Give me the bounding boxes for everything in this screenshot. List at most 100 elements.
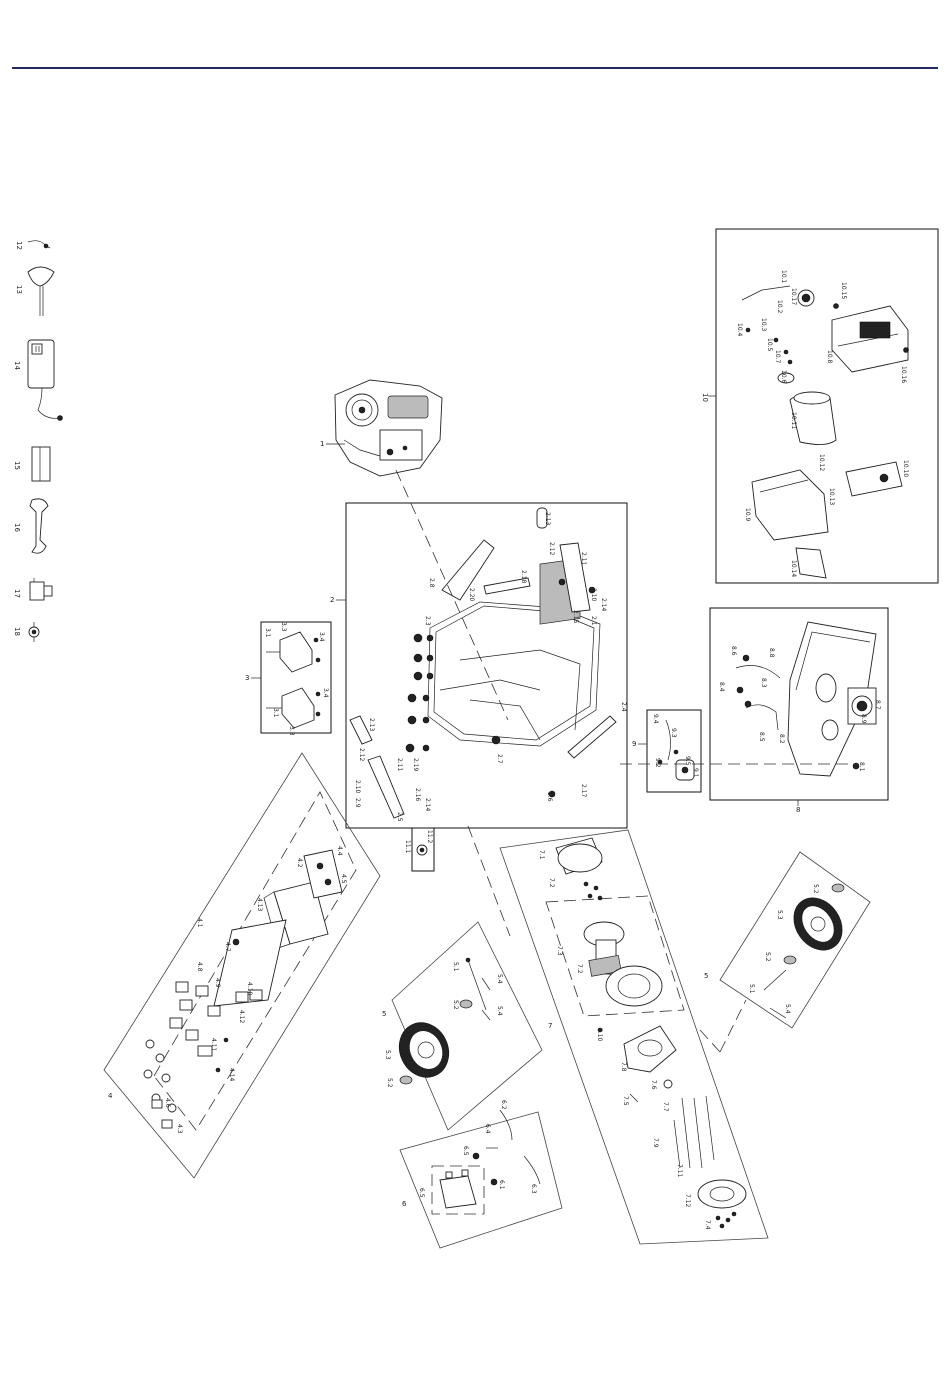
- tool-13-funnel-icon: 13: [15, 266, 55, 316]
- svg-text:2.8: 2.8: [428, 578, 435, 588]
- callout-panel: 4: [108, 1092, 113, 1100]
- svg-text:4.6: 4.6: [164, 1098, 171, 1108]
- callout-wheel-right: 5: [704, 972, 708, 980]
- muffler-assembly: [741, 285, 909, 579]
- svg-text:3.4: 3.4: [318, 632, 325, 642]
- svg-text:10.3: 10.3: [760, 318, 767, 332]
- svg-text:10.12: 10.12: [818, 454, 825, 471]
- svg-text:2.20: 2.20: [468, 588, 475, 602]
- svg-text:2.13: 2.13: [544, 512, 551, 526]
- svg-text:2.11: 2.11: [580, 552, 587, 566]
- right-wheel-guide-line: [719, 999, 747, 1053]
- svg-text:9.1: 9.1: [692, 768, 699, 778]
- engine-assembly: 1: [320, 379, 443, 477]
- svg-text:2.7: 2.7: [496, 754, 503, 764]
- svg-text:6.4: 6.4: [484, 1124, 491, 1134]
- svg-text:8.5: 8.5: [758, 732, 765, 742]
- svg-text:6.3: 6.3: [530, 1184, 537, 1194]
- svg-text:2.5: 2.5: [396, 812, 403, 822]
- svg-text:8.4: 8.4: [718, 682, 725, 692]
- svg-text:2.1: 2.1: [590, 616, 597, 626]
- svg-text:5.1: 5.1: [748, 984, 755, 994]
- svg-text:7.7: 7.7: [662, 1102, 669, 1112]
- callout-fuel-tank: 8: [796, 806, 800, 814]
- svg-text:7.9: 7.9: [652, 1138, 659, 1148]
- svg-text:2.14: 2.14: [600, 598, 607, 612]
- battery-group: 6 6.2 6.4 6.5 6.1 6.3 6.5: [399, 1100, 563, 1249]
- svg-text:4.9: 4.9: [214, 978, 221, 988]
- svg-text:8.8: 8.8: [768, 648, 775, 658]
- small-part-box: [411, 827, 435, 872]
- svg-text:11.1: 11.1: [404, 840, 411, 854]
- svg-text:2.6: 2.6: [546, 792, 553, 802]
- engine-guide-line: [395, 469, 509, 721]
- svg-text:4.8: 4.8: [196, 962, 203, 972]
- svg-text:6.5: 6.5: [462, 1146, 469, 1156]
- muffler-part-labels: 10.1 10.2 10.3 10.4 10.5 10.6 10.7 10.8 …: [736, 270, 909, 577]
- svg-text:11.2: 11.2: [426, 830, 433, 844]
- svg-text:2.13: 2.13: [368, 718, 375, 732]
- svg-text:10.14: 10.14: [790, 560, 797, 577]
- svg-text:17: 17: [13, 589, 21, 598]
- svg-text:3.4: 3.4: [322, 688, 329, 698]
- svg-text:9.4: 9.4: [652, 714, 659, 724]
- svg-text:4.14: 4.14: [228, 1068, 235, 1082]
- fuel-tank-group-box: [709, 607, 889, 801]
- callout-alternator: 7: [548, 1022, 552, 1030]
- svg-text:7.4: 7.4: [704, 1220, 711, 1230]
- svg-text:5.2: 5.2: [812, 884, 819, 894]
- muffler-group-box: [715, 228, 939, 584]
- svg-text:7.10: 7.10: [596, 1028, 603, 1042]
- callout-frame: 2: [330, 596, 334, 604]
- svg-text:4.10: 4.10: [246, 982, 253, 996]
- svg-text:3.3: 3.3: [280, 622, 287, 632]
- svg-text:4.3: 4.3: [176, 1124, 183, 1134]
- svg-text:10.7: 10.7: [774, 350, 781, 364]
- svg-text:10.11: 10.11: [790, 412, 797, 429]
- fuel-valve-assembly: 9.4 9.3 9.1 9.5 9.2: [652, 714, 699, 781]
- callout-fuel-valve: 9: [632, 740, 636, 748]
- frame-assembly: [349, 507, 617, 819]
- alternator-group: 7 7.1 7.2 7.3 7.2 7.10 7.8 7.6 7.5 7.7 7…: [499, 829, 769, 1245]
- svg-text:4.13: 4.13: [256, 898, 263, 912]
- bracket-assembly: 3.1 3.3 3.4 3.4 3.1 3.3: [264, 622, 329, 736]
- svg-text:2.17: 2.17: [580, 784, 587, 798]
- svg-text:2.10: 2.10: [354, 780, 361, 794]
- svg-text:8.7: 8.7: [874, 700, 881, 710]
- svg-text:10.1: 10.1: [780, 270, 787, 284]
- callout-engine: 1: [320, 440, 324, 448]
- tool-12-hose-icon: 12: [15, 240, 51, 250]
- svg-text:10.4: 10.4: [736, 323, 743, 337]
- frame-group-box: [345, 502, 628, 829]
- callout-wheel-left: 5: [382, 1010, 386, 1018]
- svg-text:2.15: 2.15: [572, 610, 579, 624]
- svg-text:14: 14: [13, 361, 21, 370]
- svg-text:10.16: 10.16: [900, 366, 907, 383]
- tool-18-key-icon: 18: [13, 622, 40, 642]
- callout-brackets: 3: [245, 674, 249, 682]
- svg-text:6.5: 6.5: [418, 1188, 425, 1198]
- svg-text:10.15: 10.15: [840, 282, 847, 299]
- svg-text:4.11: 4.11: [210, 1038, 217, 1052]
- svg-text:2.18: 2.18: [520, 570, 527, 584]
- svg-text:2.14: 2.14: [424, 798, 431, 812]
- svg-text:3.1: 3.1: [272, 708, 279, 718]
- svg-text:2.12: 2.12: [358, 748, 365, 762]
- svg-text:7.8: 7.8: [620, 1062, 627, 1072]
- svg-text:10.2: 10.2: [776, 300, 783, 314]
- svg-text:8.2: 8.2: [778, 734, 785, 744]
- alternator-guide-line: [467, 825, 511, 937]
- svg-text:9.5: 9.5: [684, 756, 691, 766]
- svg-text:7.2: 7.2: [576, 964, 583, 974]
- control-panel-group: 4 4.2 4.4 4.5 4.13 4.1 4.7 4.8 4.10 4.9: [103, 752, 381, 1179]
- callout-battery: 6: [402, 1200, 407, 1208]
- svg-text:7.5: 7.5: [622, 1096, 629, 1106]
- header-rule: [12, 67, 938, 69]
- svg-text:10.6: 10.6: [780, 370, 787, 384]
- svg-text:7.11: 7.11: [676, 1164, 683, 1178]
- callout-muffler: 10: [701, 393, 709, 402]
- svg-text:2.11: 2.11: [396, 758, 403, 772]
- svg-text:10.17: 10.17: [790, 288, 797, 305]
- svg-text:4.12: 4.12: [238, 1010, 245, 1024]
